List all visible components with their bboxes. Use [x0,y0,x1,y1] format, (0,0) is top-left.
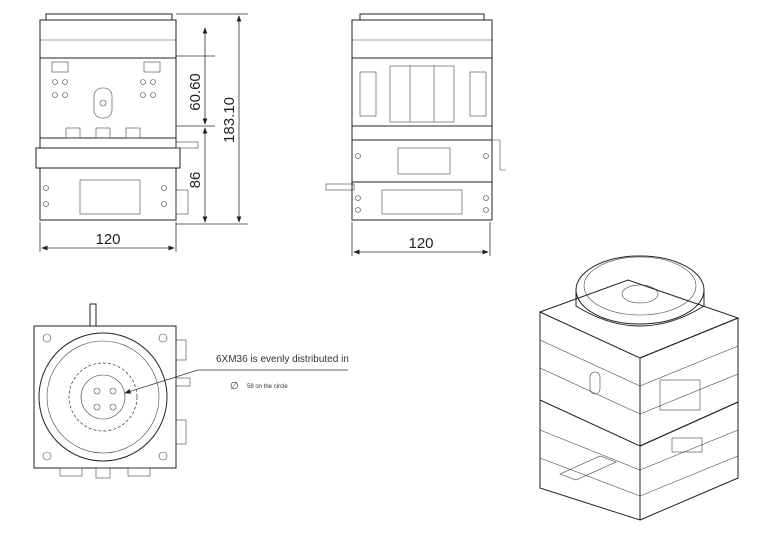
diameter-symbol: ∅ [230,381,239,392]
dimension-front-width: 120 [95,231,120,248]
front-view-dimensions: 60.60 86 183.10 120 [39,13,248,252]
top-view: 6XM36 is evenly distributed in ∅ 58 on t… [33,303,349,479]
dimension-upper-height: 60.60 [187,73,204,111]
front-view [35,13,199,221]
side-view: 120 [325,13,506,256]
dimension-lower-height: 86 [187,172,204,189]
hole-circle-note: 58 on the circle [247,384,288,390]
dimension-total-height: 183.10 [221,97,238,143]
dimension-side-width: 120 [408,235,433,252]
hole-pattern-note: 6XM36 is evenly distributed in [216,354,349,365]
isometric-view [538,255,740,521]
